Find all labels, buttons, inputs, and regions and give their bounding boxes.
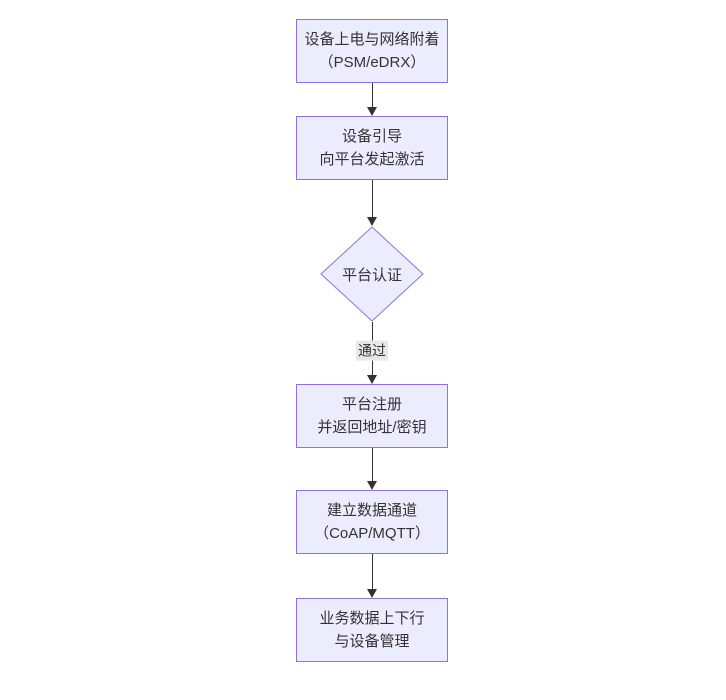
flow-node-device-bootstrap: 设备引导 向平台发起激活 [296,116,448,180]
flow-node-platform-register: 平台注册 并返回地址/密钥 [296,384,448,448]
edge-label-pass: 通过 [356,340,388,361]
arrow-head-icon [367,107,377,116]
arrow-shaft [371,554,373,590]
node-text-line: 向平台发起激活 [319,151,425,168]
arrow-head-icon [367,375,377,384]
arrow-head-icon [367,481,377,490]
arrow-shaft [371,180,373,218]
node-text-line: 平台注册 [341,396,402,413]
node-text-line: （PSM/eDRX） [318,54,426,71]
arrow-shaft [371,448,373,482]
node-text-line: （CoAP/MQTT） [314,525,430,542]
flowchart: 设备上电与网络附着 （PSM/eDRX） 设备引导 向平台发起激活 平台认证 通… [9,19,726,662]
flow-arrow-1 [342,83,402,116]
node-text-line: 建立数据通道 [326,502,417,519]
flow-node-data-channel: 建立数据通道 （CoAP/MQTT） [296,490,448,554]
diamond-shape-icon [320,226,424,322]
flow-arrow-5 [342,554,402,598]
flow-node-power-network-attach: 设备上电与网络附着 （PSM/eDRX） [296,19,448,83]
node-text-line: 平台认证 [341,266,402,284]
flow-arrow-2 [342,180,402,226]
arrow-shaft [371,83,373,108]
arrow-head-icon [367,589,377,598]
node-text-line: 设备引导 [341,128,402,145]
flow-node-business-data: 业务数据上下行 与设备管理 [296,598,448,662]
arrow-head-icon [367,217,377,226]
node-text-line: 并返回地址/密钥 [317,419,427,436]
node-text-line: 与设备管理 [334,633,410,650]
node-text-line: 业务数据上下行 [319,610,425,627]
flow-arrow-4 [342,448,402,490]
node-text-line: 设备上电与网络附着 [304,31,440,48]
flow-node-platform-auth: 平台认证 [320,226,424,322]
flow-arrow-3: 通过 [342,322,402,384]
